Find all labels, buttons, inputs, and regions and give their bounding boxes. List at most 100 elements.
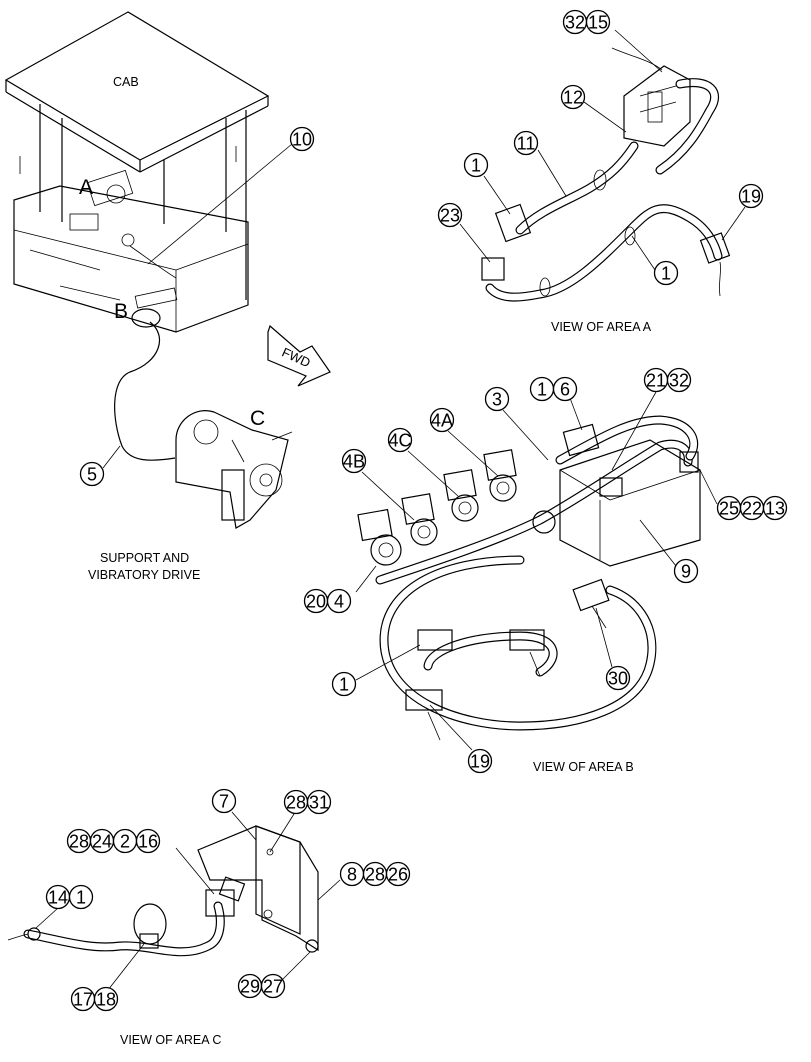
area-a-drawing (481, 47, 731, 302)
callout-number: 9 (681, 562, 691, 582)
callout-circle (673, 558, 699, 584)
callout-c-28-24-2-16-2: 24 (89, 828, 115, 854)
leader-a-32-15 (614, 29, 663, 73)
callout-number: 10 (292, 130, 312, 150)
area-b-marker: B (114, 300, 128, 323)
callout-circle (484, 386, 510, 412)
callout-b-3-1: 3 (484, 386, 510, 412)
callout-circle (762, 495, 788, 521)
callout-b-1-1: 1 (331, 671, 357, 697)
callout-circle (585, 9, 611, 35)
callout-number: 8 (347, 865, 357, 885)
callout-c-17-18-1: 17 (70, 986, 96, 1012)
callout-circle (385, 861, 411, 887)
callout-c-28-24-2-16-1: 28 (66, 828, 92, 854)
callout-number: 22 (742, 499, 762, 519)
callout-number: 4C (388, 431, 411, 451)
callout-b-9-1: 9 (673, 558, 699, 584)
callout-b-25-22-13-2: 22 (739, 495, 765, 521)
callout-c-28-24-2-16-4: 16 (135, 828, 161, 854)
callout-number: 13 (765, 499, 785, 519)
callout-number: 26 (388, 865, 408, 885)
callout-c-17-18-2: 18 (93, 986, 119, 1012)
leader-ov-10 (147, 143, 293, 265)
callout-c-7-1: 7 (211, 788, 237, 814)
view-c-caption: VIEW OF AREA C (120, 1033, 221, 1047)
leader-c-17-18 (107, 943, 145, 991)
callout-b-1-6-1: 1 (529, 376, 555, 402)
leader-b-1-6 (569, 397, 583, 431)
callout-number: 31 (309, 793, 329, 813)
callout-number: 29 (240, 977, 260, 997)
callout-circle (79, 461, 105, 487)
cab-drawing (4, 11, 270, 333)
callout-number: 4 (334, 592, 344, 612)
callout-circle (429, 407, 455, 433)
callout-number: 32 (565, 13, 585, 33)
area-c-marker: C (250, 407, 265, 430)
callout-ov-5-1: 5 (79, 461, 105, 487)
leader-c-29-27 (281, 951, 311, 981)
callout-number: 11 (517, 134, 536, 154)
callout-circle (560, 84, 586, 110)
callout-a-11-1: 11 (513, 130, 539, 156)
callout-a-1-top-1: 1 (463, 152, 489, 178)
leader-b-21-32 (611, 391, 657, 471)
callout-ov-10-1: 10 (289, 126, 315, 152)
callout-number: 30 (608, 669, 628, 689)
callout-circle (387, 427, 413, 453)
callout-a-32-15-1: 32 (562, 9, 588, 35)
callout-number: 2 (120, 832, 130, 852)
callout-number: 15 (588, 13, 608, 33)
callout-a-12-1: 12 (560, 84, 586, 110)
leader-ov-5 (102, 445, 121, 469)
callout-number: 14 (48, 888, 68, 908)
callout-circle (605, 665, 631, 691)
callout-number: 1 (537, 380, 547, 400)
callout-number: 4B (343, 452, 365, 472)
callout-b-20-4-2: 4 (326, 588, 352, 614)
callout-number: 27 (263, 977, 283, 997)
callout-number: 3 (492, 390, 502, 410)
leader-a-23 (459, 223, 491, 263)
callout-c-8-28-26-2: 28 (362, 861, 388, 887)
callout-number: 18 (96, 990, 116, 1010)
callout-c-29-27-2: 27 (260, 973, 286, 999)
fwd-arrow: FWD (267, 324, 331, 387)
callout-circle (306, 789, 332, 815)
callout-circle (463, 152, 489, 178)
cable-5 (114, 321, 176, 461)
callout-number: 1 (661, 264, 671, 284)
callout-c-8-28-26-1: 8 (339, 861, 365, 887)
leader-a-1-right (631, 235, 656, 271)
area-a-marker: A (79, 176, 93, 199)
callout-number: 4A (431, 411, 453, 431)
callout-circle (513, 130, 539, 156)
leader-c-14-1 (35, 907, 59, 929)
leader-c-28-24-2-16 (175, 847, 215, 895)
callout-c-28-31-2: 31 (306, 789, 332, 815)
callout-c-29-27-1: 29 (237, 973, 263, 999)
leader-a-19 (721, 206, 746, 241)
callout-number: 19 (741, 187, 761, 207)
callout-number: 20 (306, 592, 326, 612)
area-c-drawing (7, 825, 319, 957)
callout-c-28-24-2-16-3: 2 (112, 828, 138, 854)
callout-c-14-1-1: 14 (45, 884, 71, 910)
leader-b-4b (361, 471, 415, 521)
leader-b-4a (447, 430, 499, 477)
callout-number: 28 (69, 832, 89, 852)
leader-c-7 (231, 811, 257, 841)
callout-number: 28 (365, 865, 385, 885)
callout-number: 19 (470, 752, 490, 772)
callout-number: 24 (92, 832, 112, 852)
callout-b-4c-1: 4C (387, 427, 413, 453)
callout-b-25-22-13-3: 13 (762, 495, 788, 521)
callout-b-4b-1: 4B (341, 448, 367, 474)
callout-circle (653, 260, 679, 286)
callout-number: 7 (219, 792, 229, 812)
callout-a-19-1: 19 (738, 183, 764, 209)
callout-circle (331, 671, 357, 697)
